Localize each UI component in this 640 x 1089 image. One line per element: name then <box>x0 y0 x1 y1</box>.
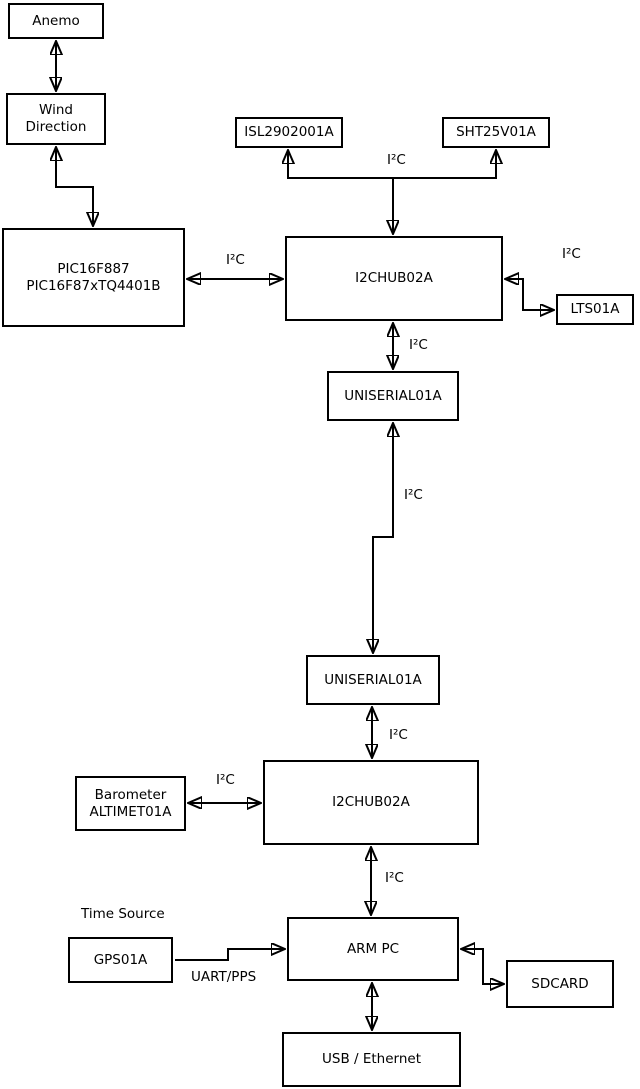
box-pic16f887: PIC16F887 PIC16F87xTQ4401B <box>2 228 185 327</box>
box-uniserial-upper-label: UNISERIAL01A <box>344 387 442 404</box>
connector-gps-armpc <box>175 949 285 961</box>
box-barometer-label: Barometer ALTIMET01A <box>89 786 172 820</box>
box-arm-pc-label: ARM PC <box>346 940 400 957</box>
box-arm-pc: ARM PC <box>287 917 459 981</box>
time-source-label: Time Source <box>81 906 165 922</box>
connector-wind-pic <box>56 147 93 226</box>
box-pic16f887-label: PIC16F887 PIC16F87xTQ4401B <box>26 260 161 294</box>
i2c-label-barometer-hub2: I²C <box>216 772 235 788</box>
i2c-label-sensor-bus: I²C <box>387 152 406 168</box>
box-gps01a-label: GPS01A <box>93 951 148 968</box>
box-i2chub-top: I2CHUB02A <box>285 236 503 321</box>
box-usb-ethernet-label: USB / Ethernet <box>322 1051 421 1067</box>
box-sht25v01a: SHT25V01A <box>442 117 550 148</box>
box-sdcard-label: SDCARD <box>531 975 589 992</box>
connector-armpc-sdcard <box>461 949 504 984</box>
connector-hub1-lts <box>505 279 554 310</box>
connector-uniserial1-uniserial2 <box>373 423 393 653</box>
i2c-label-hub1-uniserial: I²C <box>409 337 428 353</box>
i2c-label-hub1-lts: I²C <box>562 246 581 262</box>
box-isl2902001a: ISL2902001A <box>235 117 343 148</box>
box-wind-direction-label: Wind Direction <box>25 102 87 135</box>
i2c-label-pic-hub1: I²C <box>226 252 245 268</box>
box-anemo-label: Anemo <box>32 12 80 29</box>
uart-pps-label: UART/PPS <box>191 969 257 985</box>
box-gps01a: GPS01A <box>68 937 173 983</box>
i2c-label-hub2-armpc: I²C <box>385 870 404 886</box>
i2c-label-uniserial-hub2: I²C <box>389 727 408 743</box>
box-i2chub-bottom-label: I2CHUB02A <box>332 794 410 810</box>
box-i2chub-bottom: I2CHUB02A <box>263 760 479 845</box>
i2c-label-uniserial-link: I²C <box>404 487 423 503</box>
box-lts01a-label: LTS01A <box>570 301 620 317</box>
box-sht25v01a-label: SHT25V01A <box>456 124 536 140</box>
box-wind-direction: Wind Direction <box>6 93 106 145</box>
box-anemo: Anemo <box>8 3 104 39</box>
box-i2chub-top-label: I2CHUB02A <box>355 270 433 286</box>
box-isl2902001a-label: ISL2902001A <box>244 124 334 140</box>
box-uniserial-lower: UNISERIAL01A <box>306 655 440 705</box>
box-uniserial-lower-label: UNISERIAL01A <box>324 671 422 688</box>
box-lts01a: LTS01A <box>556 294 634 325</box>
box-barometer: Barometer ALTIMET01A <box>75 776 186 831</box>
box-sdcard: SDCARD <box>506 960 614 1008</box>
box-usb-ethernet: USB / Ethernet <box>282 1032 461 1087</box>
box-uniserial-upper: UNISERIAL01A <box>327 371 459 421</box>
